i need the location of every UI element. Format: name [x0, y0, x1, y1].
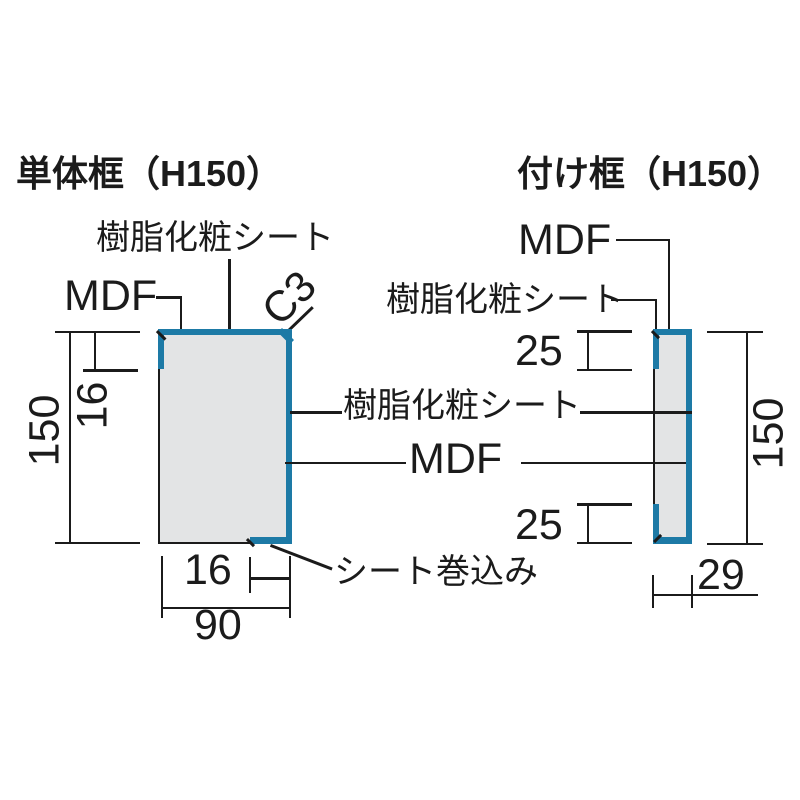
- left-sheet-band-bottom-wrap: [250, 537, 292, 544]
- right-mdf-leader-line: [667, 239, 670, 339]
- left-mdf-label: MDF: [64, 272, 158, 320]
- right-width-ext-line: [651, 575, 654, 608]
- left-width-dim-line: [162, 606, 290, 609]
- mid-sheet-label: 樹脂化粧シート: [343, 387, 581, 425]
- left-edge-dim-line: [93, 332, 96, 372]
- right-frame-section: [653, 329, 692, 544]
- right-bottom-dim-tick: [577, 503, 632, 506]
- left-edge-dim: 16: [68, 381, 117, 430]
- right-height-tick-top: [707, 330, 763, 333]
- right-bottom-dim-tick: [577, 541, 632, 544]
- right-sheet-label: 樹脂化粧シート: [386, 281, 624, 319]
- sheet-wrap-leader-line: [270, 544, 333, 570]
- right-sheet-leader-line: [654, 299, 657, 331]
- left-sheet-band-top: [158, 329, 292, 335]
- right-height-dim: 150: [744, 397, 793, 470]
- mid-sheet-leader-right: [580, 411, 692, 414]
- right-top-dim-tick: [577, 330, 632, 333]
- right-height-dim-line: [745, 332, 748, 543]
- right-diagram-title: 付け框（H150）: [517, 153, 784, 194]
- right-height-tick-bottom: [707, 542, 763, 545]
- right-sheet-band-right: [686, 329, 692, 544]
- left-height-dim-line: [68, 332, 71, 543]
- right-sheet-band-left-top: [653, 329, 659, 369]
- right-width-dim: 29: [697, 551, 745, 599]
- mid-mdf-label: MDF: [409, 435, 503, 483]
- right-sheet-band-bottom: [653, 537, 692, 544]
- left-height-tick-bottom: [55, 541, 140, 544]
- right-bottom-dim-line: [586, 504, 589, 543]
- left-sheet-leader-line: [228, 259, 231, 333]
- right-sheet-band-top: [653, 329, 692, 335]
- left-diagram-title: 単体框（H150）: [16, 153, 283, 194]
- left-mdf-leader-line: [156, 296, 182, 299]
- left-mdf-leader-line: [179, 296, 182, 344]
- right-mdf-label: MDF: [518, 216, 612, 264]
- right-top-dim: 25: [515, 327, 563, 375]
- left-height-dim: 150: [20, 394, 69, 467]
- left-wrap-dim: 16: [184, 546, 232, 594]
- sheet-wrap-label: シート巻込み: [334, 553, 538, 591]
- left-width-dim: 90: [194, 601, 242, 649]
- left-sheet-band-left-top: [158, 329, 164, 369]
- left-height-tick-top: [55, 330, 140, 333]
- right-width-dim-line: [653, 593, 758, 596]
- right-sheet-leader-line: [611, 298, 656, 301]
- left-wrap-dim-line: [250, 577, 290, 580]
- right-top-dim-line: [586, 331, 589, 370]
- left-sheet-band-right: [286, 331, 292, 544]
- left-width-ext-line: [160, 556, 163, 618]
- mid-mdf-leader-left: [285, 461, 406, 464]
- mid-mdf-leader-right: [521, 461, 686, 464]
- right-sheet-band-left-bottom: [653, 504, 659, 544]
- right-mdf-leader-line: [616, 238, 669, 241]
- mid-sheet-leader-left: [290, 411, 342, 414]
- right-top-dim-tick: [577, 368, 632, 371]
- left-frame-section: [158, 329, 292, 544]
- left-sheet-label: 樹脂化粧シート: [96, 219, 334, 257]
- right-width-ext-line: [690, 575, 693, 608]
- left-edge-tick: [83, 369, 138, 372]
- left-width-ext-line: [288, 556, 291, 618]
- chamfer-label: C3: [252, 261, 326, 335]
- left-wrap-ext-line: [248, 557, 251, 593]
- right-bottom-dim: 25: [515, 501, 563, 549]
